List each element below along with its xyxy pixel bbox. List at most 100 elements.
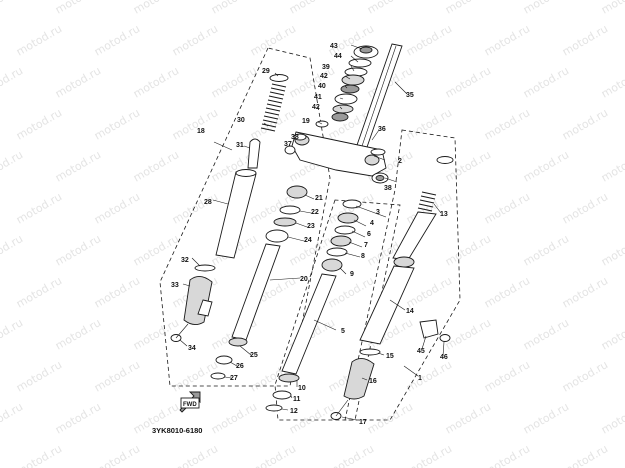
rod-31 bbox=[247, 138, 261, 169]
watermark-text: motod.ru bbox=[560, 274, 610, 310]
watermark-text: motod.ru bbox=[560, 22, 610, 58]
callout-23: 23 bbox=[307, 223, 315, 230]
watermark-text: motod.ru bbox=[131, 64, 181, 100]
race-42-lower bbox=[332, 104, 354, 114]
watermark-text: motod.ru bbox=[92, 274, 142, 310]
fwd-arrow: FWD bbox=[179, 391, 201, 413]
watermark-text: motod.ru bbox=[209, 64, 259, 100]
ring-25 bbox=[228, 337, 248, 347]
callout-38b: 38 bbox=[384, 185, 392, 192]
bolt-37 bbox=[284, 145, 296, 155]
outer-tube-14 bbox=[359, 265, 415, 345]
watermark-text: motod.ru bbox=[14, 22, 64, 58]
callout-26: 26 bbox=[236, 363, 244, 370]
watermark-text: motod.ru bbox=[521, 232, 571, 268]
watermark-text: motod.ru bbox=[248, 442, 298, 468]
cap-right bbox=[436, 156, 454, 164]
callout-32: 32 bbox=[181, 257, 189, 264]
callout-21: 21 bbox=[315, 195, 323, 202]
callout-42: 42 bbox=[320, 73, 328, 80]
watermark-text: motod.ru bbox=[443, 400, 493, 436]
watermark-text: motod.ru bbox=[0, 148, 25, 184]
watermark-text: motod.ru bbox=[599, 316, 625, 352]
callout-16: 16 bbox=[369, 378, 377, 385]
slider-16 bbox=[343, 358, 375, 400]
watermark-text: motod.ru bbox=[521, 316, 571, 352]
watermark-text: motod.ru bbox=[560, 190, 610, 226]
watermark-text: motod.ru bbox=[14, 442, 64, 468]
watermark-text: motod.ru bbox=[131, 232, 181, 268]
callout-6: 6 bbox=[367, 231, 371, 238]
watermark-text: motod.ru bbox=[482, 190, 532, 226]
watermark-text: motod.ru bbox=[404, 442, 454, 468]
callout-19: 19 bbox=[302, 118, 310, 125]
watermark-text: motod.ru bbox=[0, 316, 25, 352]
bearing-lower bbox=[331, 112, 349, 122]
watermark-text: motod.ru bbox=[482, 22, 532, 58]
watermark-text: motod.ru bbox=[560, 106, 610, 142]
callout-13: 13 bbox=[440, 211, 448, 218]
bearing-40 bbox=[340, 84, 360, 94]
watermark-text: motod.ru bbox=[560, 358, 610, 394]
clip-8 bbox=[326, 247, 348, 257]
callout-25: 25 bbox=[250, 352, 258, 359]
callout-35: 35 bbox=[406, 92, 414, 99]
seal-32 bbox=[194, 264, 216, 272]
bolt-36 bbox=[370, 148, 386, 156]
watermark-text: motod.ru bbox=[53, 400, 103, 436]
watermark-text: motod.ru bbox=[170, 190, 220, 226]
callout-12: 12 bbox=[290, 408, 298, 415]
watermark-text: motod.ru bbox=[443, 316, 493, 352]
inner-tube-center-assembly bbox=[265, 199, 362, 412]
watermark-text: motod.ru bbox=[53, 316, 103, 352]
callout-34: 34 bbox=[188, 345, 196, 352]
piece-12 bbox=[265, 404, 283, 412]
callout-11: 11 bbox=[293, 396, 301, 403]
bushing-9 bbox=[321, 258, 343, 272]
callout-38: 38 bbox=[291, 134, 299, 141]
callout-41: 41 bbox=[314, 94, 322, 101]
callout-10: 10 bbox=[298, 385, 306, 392]
watermark-text: motod.ru bbox=[599, 232, 625, 268]
leader-lines bbox=[179, 44, 445, 421]
piece-11 bbox=[272, 390, 292, 400]
watermark-text: motod.ru bbox=[521, 0, 571, 17]
callout-37: 37 bbox=[284, 141, 292, 148]
watermark-text: motod.ru bbox=[131, 0, 181, 17]
cover-41 bbox=[334, 93, 358, 105]
callout-22: 22 bbox=[311, 209, 319, 216]
callout-39: 39 bbox=[322, 64, 330, 71]
watermark-text: motod.ru bbox=[599, 0, 625, 17]
right-fork-assembly bbox=[330, 156, 454, 420]
watermark-text: motod.ru bbox=[521, 148, 571, 184]
watermark-text: motod.ru bbox=[443, 64, 493, 100]
callout-8: 8 bbox=[361, 253, 365, 260]
cap-29 bbox=[269, 74, 289, 82]
watermark-text: motod.ru bbox=[0, 0, 25, 17]
callout-44: 44 bbox=[334, 53, 342, 60]
watermark-text: motod.ru bbox=[482, 358, 532, 394]
watermark-text: motod.ru bbox=[404, 22, 454, 58]
watermark-text: motod.ru bbox=[14, 358, 64, 394]
watermark-text: motod.ru bbox=[560, 442, 610, 468]
watermark-text: motod.ru bbox=[599, 148, 625, 184]
callout-33: 33 bbox=[171, 282, 179, 289]
watermark-text: motod.ru bbox=[443, 232, 493, 268]
watermark-text: motod.ru bbox=[53, 0, 103, 17]
ring-10 bbox=[278, 373, 300, 383]
callout-1: 1 bbox=[418, 375, 422, 382]
callout-45: 45 bbox=[417, 348, 425, 355]
watermark-text: motod.ru bbox=[170, 106, 220, 142]
callout-9: 9 bbox=[350, 271, 354, 278]
callout-2: 2 bbox=[398, 158, 402, 165]
callout-5: 5 bbox=[341, 328, 345, 335]
watermark-text: motod.ru bbox=[170, 442, 220, 468]
callout-42b: 42 bbox=[312, 104, 320, 111]
slider-33 bbox=[183, 276, 213, 325]
watermark-text: motod.ru bbox=[209, 0, 259, 17]
bushing-24 bbox=[265, 229, 289, 243]
watermark-text: motod.ru bbox=[0, 232, 25, 268]
watermark-text: motod.ru bbox=[365, 0, 415, 17]
inner-tube-5 bbox=[281, 273, 337, 375]
